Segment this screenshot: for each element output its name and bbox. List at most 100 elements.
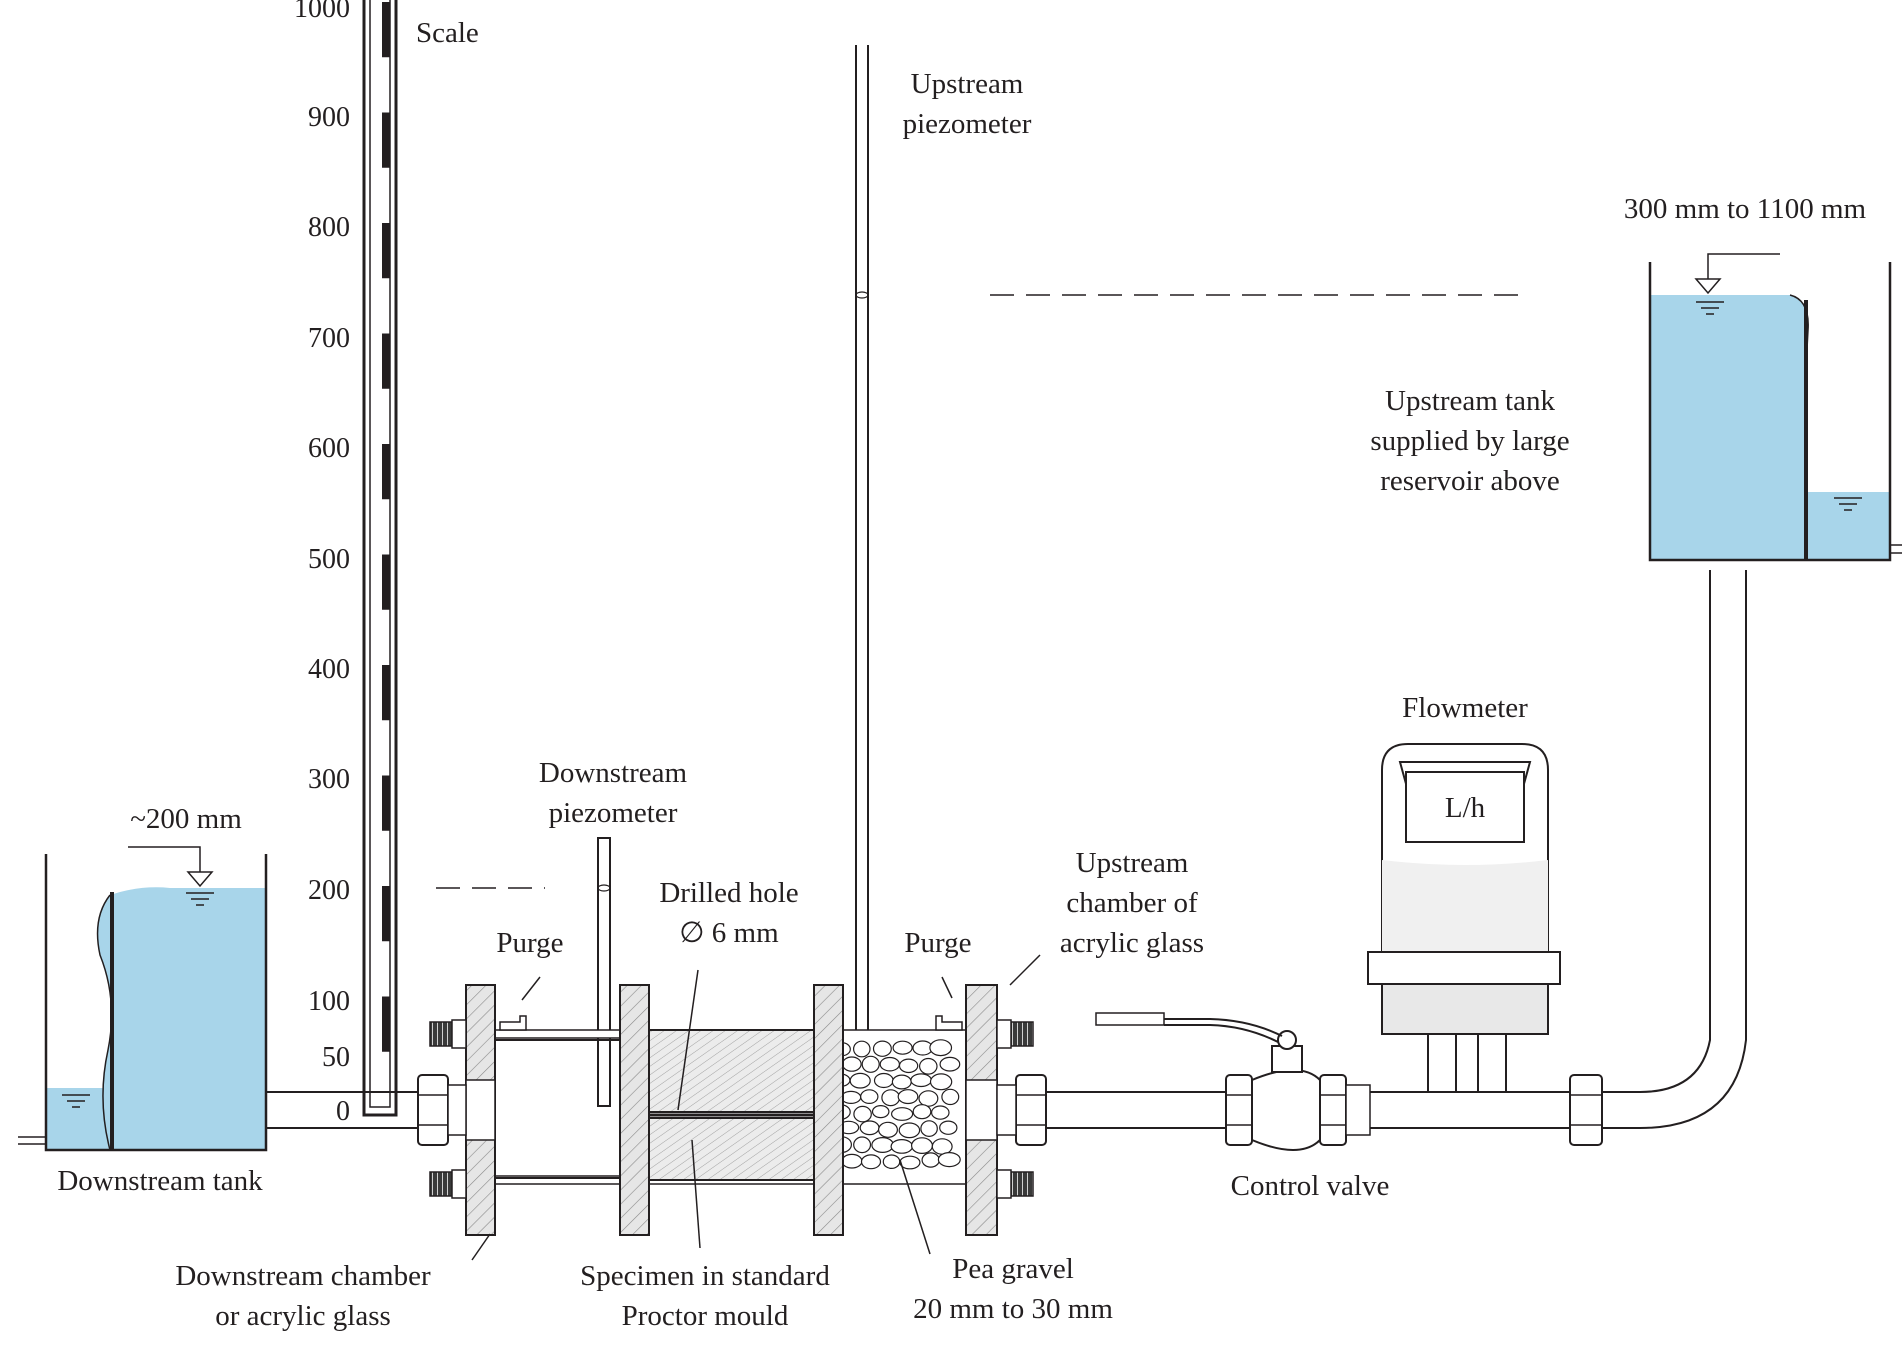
scale-tick-200: 200 [308, 875, 350, 906]
gravel-stone [898, 1122, 921, 1139]
gravel-stone [840, 1090, 862, 1105]
gravel-stone [892, 1040, 913, 1055]
flowmeter-unit: L/h [1445, 792, 1486, 824]
labels: Upstream piezometer 300 mm to 1100 mm Up… [57, 68, 1866, 1332]
gravel-stone [841, 1153, 863, 1169]
scale-blocks [382, 2, 390, 1052]
scale-block [382, 996, 390, 1052]
gravel-stone [841, 1056, 862, 1072]
gravel-stone [890, 1138, 914, 1154]
gravel-stone [931, 1138, 953, 1155]
scale-tick-400: 400 [308, 654, 350, 685]
gravel-stone [859, 1120, 880, 1136]
gravel-stone [891, 1074, 912, 1090]
gravel-stone [881, 1089, 901, 1107]
leader-lines [471, 954, 1041, 1261]
scale-block [382, 444, 390, 500]
gravel-stone [852, 1040, 871, 1058]
gravel-stone [921, 1152, 940, 1168]
gravel-stone [939, 1056, 961, 1072]
downstream-tank [18, 846, 268, 1152]
control-valve-label: Control valve [1231, 1170, 1390, 1202]
scale-block [382, 775, 390, 831]
scale-tick-900: 900 [308, 102, 350, 133]
scale-bar [362, 0, 398, 1117]
gravel-stone [853, 1105, 872, 1123]
purge-left-label: Purge [496, 927, 563, 959]
upstream-tank-label-line2: supplied by large [1370, 425, 1569, 457]
gravel-stone [872, 1040, 892, 1057]
upstream-piezometer-label-line1: Upstream [911, 68, 1024, 100]
gravel-stone [898, 1058, 919, 1074]
upstream-piezometer-label-line2: piezometer [903, 108, 1032, 140]
specimen-label-line2: Proctor mould [622, 1300, 789, 1332]
gravel-stone [877, 1121, 898, 1138]
scale-tick-50: 50 [322, 1042, 350, 1073]
pea-gravel-label-line1: Pea gravel [952, 1253, 1074, 1285]
gravel-stone [930, 1105, 950, 1120]
scale-block [382, 2, 390, 58]
upstream-chamber-label-line3: acrylic glass [1060, 927, 1204, 959]
flowmeter [1367, 743, 1561, 1093]
downstream-chamber-label-line1: Downstream chamber [175, 1260, 431, 1292]
upstream-tank-label-line1: Upstream tank [1385, 385, 1555, 417]
upstream-chamber-label-line2: chamber of [1066, 887, 1198, 919]
scale-tick-600: 600 [308, 433, 350, 464]
scale-tick-500: 500 [308, 544, 350, 575]
drilled-hole-label-line2: ∅ 6 mm [679, 917, 779, 949]
scale-tick-300: 300 [308, 764, 350, 795]
gravel-stone [849, 1072, 871, 1089]
downstream-tank-label: Downstream tank [57, 1165, 263, 1197]
gravel-stone [918, 1057, 938, 1075]
gravel-stone [899, 1155, 921, 1170]
scale-block [382, 223, 390, 279]
gravel-stone [939, 1120, 958, 1135]
upstream-chamber-label-line1: Upstream [1076, 847, 1189, 879]
gravel-stone [910, 1073, 932, 1088]
scale-tick-700: 700 [308, 323, 350, 354]
flowmeter-label: Flowmeter [1402, 692, 1528, 724]
gravel-stone [910, 1137, 933, 1154]
gravel-stone [918, 1090, 939, 1107]
gravel-stone [920, 1120, 938, 1137]
scale-tick-labels: 1000 900 800 700 600 500 400 300 200 100… [294, 0, 350, 1127]
upstream-tank [1648, 253, 1902, 562]
purge-right-label: Purge [904, 927, 971, 959]
gravel-stone [937, 1151, 961, 1168]
scale-block [382, 112, 390, 168]
gravel-stone [860, 1154, 882, 1170]
gravel-stone [879, 1056, 901, 1072]
scale-block [382, 665, 390, 721]
gravel-stone [941, 1088, 960, 1106]
scale-tick-800: 800 [308, 212, 350, 243]
gravel-stone [871, 1136, 894, 1153]
scale-block [382, 886, 390, 942]
scale-block [382, 554, 390, 610]
scale-block [382, 333, 390, 389]
gravel-stone [890, 1107, 914, 1121]
gravel-stone [873, 1072, 894, 1089]
scale-tick-100: 100 [308, 986, 350, 1017]
downstream-outlet-pipe [266, 1091, 420, 1129]
scale-title: Scale [416, 17, 479, 49]
gravel-stone [929, 1073, 953, 1091]
downstream-piezometer-label-line2: piezometer [549, 797, 678, 829]
gravel-stone [929, 1039, 953, 1057]
downstream-piezometer-label-line1: Downstream [539, 757, 688, 789]
scale-tick-1000: 1000 [294, 0, 350, 24]
downstream-head-label: ~200 mm [130, 803, 242, 835]
control-valve [1095, 1012, 1371, 1151]
specimen-label-line1: Specimen in standard [580, 1260, 830, 1292]
upstream-head-range-label: 300 mm to 1100 mm [1624, 193, 1867, 225]
gravel-stone [853, 1136, 872, 1154]
gravel-stone [871, 1104, 890, 1119]
drilled-hole-label-line1: Drilled hole [659, 877, 798, 909]
gravel-stone [861, 1055, 880, 1073]
upstream-tank-label-line3: reservoir above [1380, 465, 1560, 497]
supply-pipeline [1046, 570, 1747, 1146]
gravel-stone [897, 1089, 919, 1105]
downstream-chamber-label-line2: or acrylic glass [215, 1300, 391, 1332]
gravel-stone [912, 1104, 932, 1120]
permeameter [417, 984, 1047, 1236]
pea-gravel-label-line2: 20 mm to 30 mm [913, 1293, 1113, 1325]
